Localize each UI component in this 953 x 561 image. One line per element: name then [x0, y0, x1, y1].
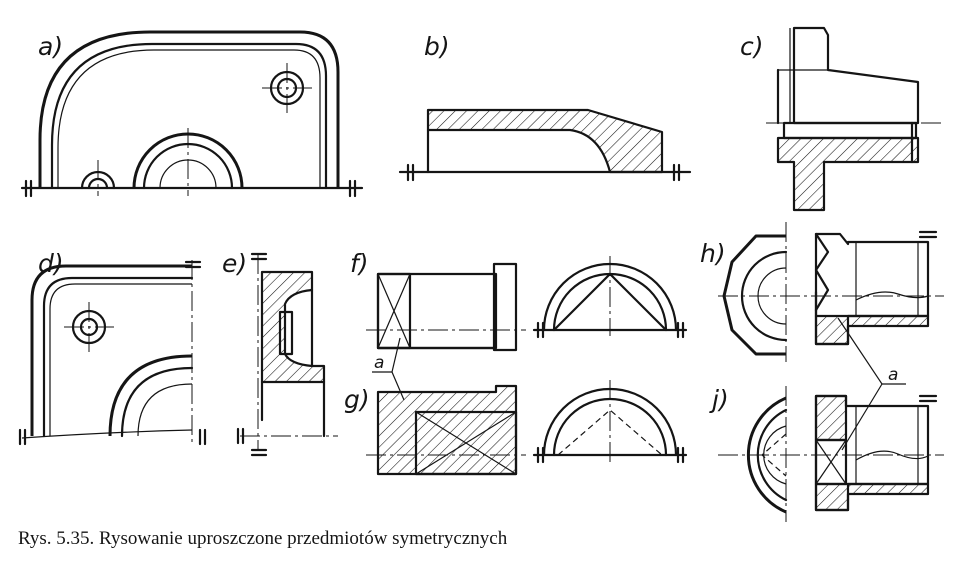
label-c: c): [740, 32, 764, 61]
figure-caption: Rys. 5.35. Rysowanie uproszczone przedmi…: [18, 528, 508, 549]
leader-a-left: a: [374, 353, 384, 373]
label-g: g): [344, 385, 370, 414]
label-a: a): [38, 32, 63, 61]
label-e: e): [222, 249, 247, 278]
view-g: g) a: [344, 337, 688, 476]
label-j: j): [709, 385, 729, 414]
label-f: f): [350, 249, 369, 278]
view-e: e): [222, 249, 338, 457]
view-j: j) a: [709, 317, 944, 522]
label-h: h): [700, 239, 726, 268]
view-f: f): [350, 249, 688, 352]
view-c: c): [740, 26, 942, 212]
view-a: a): [20, 30, 364, 198]
view-d: d): [18, 249, 207, 446]
label-b: b): [424, 32, 450, 61]
view-b: b): [398, 32, 692, 182]
leader-a-right: a: [888, 365, 898, 385]
view-h: h): [700, 222, 944, 362]
